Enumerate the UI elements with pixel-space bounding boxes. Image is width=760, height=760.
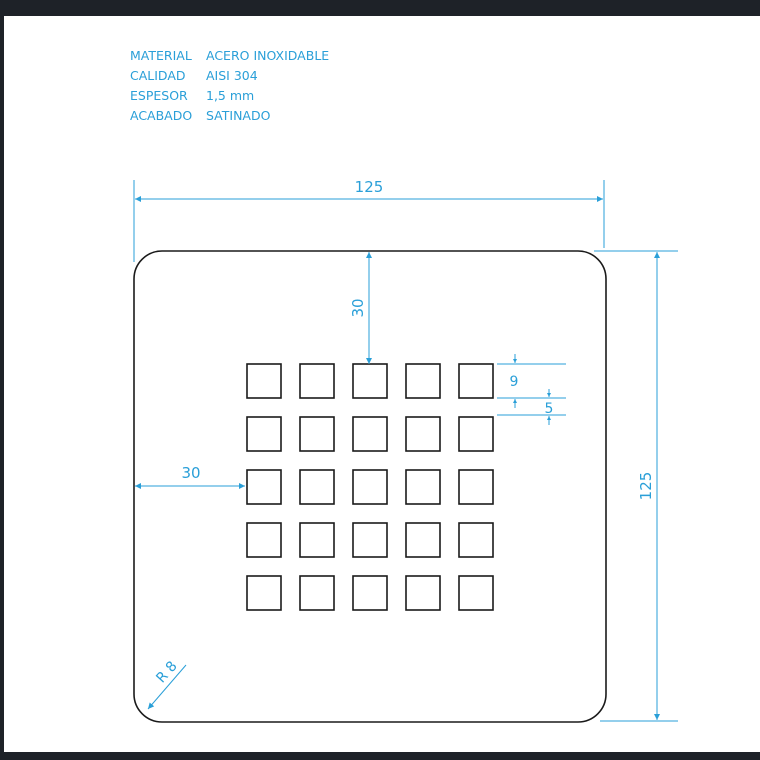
square-hole [405, 575, 441, 611]
hole-grid [246, 363, 494, 611]
square-hole [299, 522, 335, 558]
square-hole [458, 469, 494, 505]
square-hole [405, 522, 441, 558]
square-hole [352, 469, 388, 505]
width-dimension [133, 180, 605, 262]
spec-row-material: MATERIAL ACERO INOXIDABLE [130, 46, 329, 66]
spec-label: MATERIAL [130, 48, 192, 63]
square-hole [246, 469, 282, 505]
square-hole [405, 416, 441, 452]
spec-table: MATERIAL ACERO INOXIDABLE CALIDAD AISI 304… [130, 46, 329, 126]
hole-gap-label: 5 [545, 401, 554, 417]
spec-value: ACERO INOXIDABLE [206, 48, 330, 63]
square-hole [246, 363, 282, 399]
square-hole [458, 416, 494, 452]
square-hole [458, 575, 494, 611]
plate-outline [133, 250, 607, 723]
square-hole [458, 522, 494, 558]
square-hole [458, 363, 494, 399]
square-hole [299, 363, 335, 399]
square-hole [246, 575, 282, 611]
spec-label: ACABADO [130, 108, 193, 123]
square-hole [299, 469, 335, 505]
spec-label: ESPESOR [130, 88, 188, 103]
spec-value: SATINADO [206, 108, 271, 123]
spec-label: CALIDAD [130, 68, 186, 83]
square-hole [299, 575, 335, 611]
height-dimension [594, 250, 678, 722]
height-label: 125 [637, 472, 655, 501]
spec-value: AISI 304 [206, 68, 258, 83]
drawing-sheet [4, 16, 760, 752]
top-offset-label: 30 [349, 298, 367, 317]
spec-value: 1,5 mm [206, 88, 255, 103]
corner-radius-label: R 8 [153, 658, 180, 686]
square-hole [246, 522, 282, 558]
hole-dimension [497, 354, 566, 425]
width-label: 125 [355, 178, 384, 196]
left-offset-label: 30 [181, 464, 200, 482]
spec-row-espesor: ESPESOR 1,5 mm [130, 86, 329, 106]
square-hole [299, 416, 335, 452]
square-hole [246, 416, 282, 452]
square-hole [352, 363, 388, 399]
spec-row-acabado: ACABADO SATINADO [130, 106, 329, 126]
square-hole [352, 575, 388, 611]
square-hole [352, 416, 388, 452]
radius-leader-line [147, 664, 187, 710]
spec-row-calidad: CALIDAD AISI 304 [130, 66, 329, 86]
square-hole [352, 522, 388, 558]
hole-size-label: 9 [510, 374, 519, 390]
square-hole [405, 363, 441, 399]
square-hole [405, 469, 441, 505]
